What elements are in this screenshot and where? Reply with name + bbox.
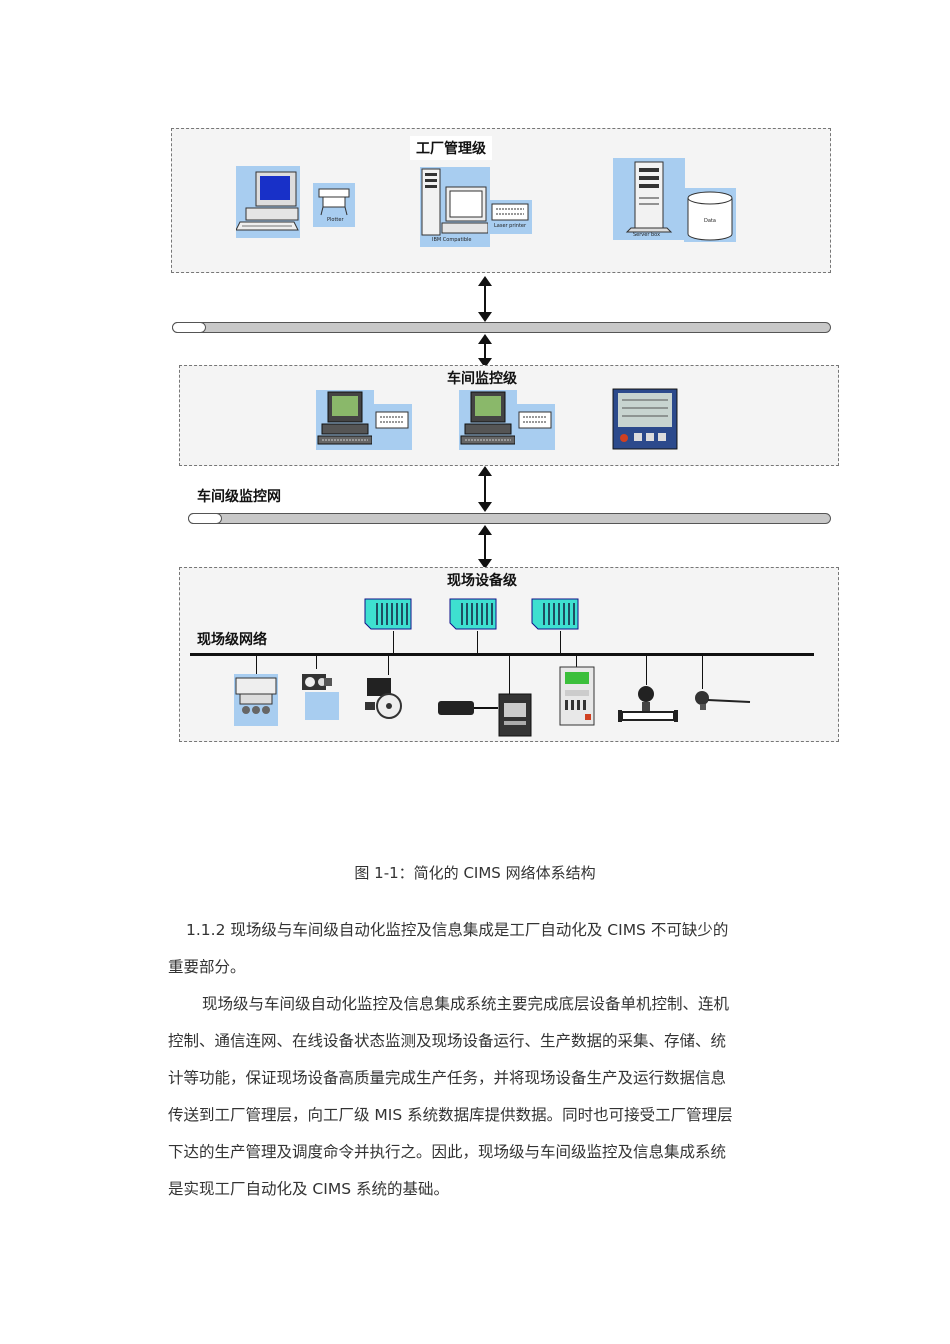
field-level-title: 现场设备级	[447, 573, 517, 589]
field-network-label: 现场级网络	[197, 632, 267, 648]
paragraph-line: 1.1.2 现场级与车间级自动化监控及信息集成是工厂自动化及 CIMS 不可缺少…	[186, 921, 729, 939]
workshop-monitoring-network	[188, 513, 831, 524]
workstation-2-printer-icon	[515, 404, 555, 450]
paragraph-line: 重要部分。	[168, 958, 246, 976]
arrow-workshop-to-network-icon	[478, 466, 492, 512]
plc-module-2-icon	[449, 598, 497, 630]
servo-drive-icon	[498, 693, 532, 737]
operator-panel-icon	[612, 388, 678, 450]
flow-meter-icon	[618, 686, 678, 722]
figure-caption: 图 1-1：简化的 CIMS 网络体系结构	[354, 864, 596, 882]
paragraph-line: 控制、通信连网、在线设备状态监测及现场设备运行、生产数据的采集、存储、统	[168, 1032, 727, 1050]
workstation-1-icon	[316, 390, 374, 450]
arrow-bus-to-workshop-icon	[478, 334, 492, 368]
io-terminal-icon	[559, 666, 595, 726]
arrow-factory-to-bus-icon	[478, 276, 492, 322]
workshop-level-title: 车间监控级	[447, 371, 517, 387]
motor-actuator-icon	[302, 674, 332, 690]
paragraph-line: 传送到工厂管理层，向工厂级 MIS 系统数据库提供数据。同时也可接受工厂管理层	[168, 1106, 733, 1124]
ibm-workstation-icon: IBM Compatible	[420, 167, 490, 247]
desktop-computer-icon	[235, 166, 300, 238]
control-valve-icon	[365, 678, 402, 719]
field-bus-line	[190, 653, 814, 656]
plc-module-1-icon	[364, 598, 412, 630]
plotter-icon: Plotter	[313, 183, 355, 227]
paragraph-line: 计等功能，保证现场设备高质量完成生产任务，并将现场设备生产及运行数据信息	[168, 1069, 727, 1087]
plc-module-3-icon	[531, 598, 579, 630]
laser-printer-label: Laser printer	[494, 223, 527, 229]
body-paragraph: 现场级与车间级自动化监控及信息集成系统主要完成底层设备单机控制、连机 控制、通信…	[168, 986, 783, 1208]
valve-positioner-icon	[234, 674, 278, 726]
actuator-block-icon	[305, 692, 339, 720]
data-label: Data	[704, 218, 716, 224]
server-icon: Server box	[613, 158, 685, 240]
temperature-sensor-icon	[695, 691, 751, 710]
plotter-label: Plotter	[327, 217, 344, 223]
paragraph-line: 下达的生产管理及调度命令并执行之。因此，现场级与车间级监控及信息集成系统	[168, 1143, 727, 1161]
paragraph-line: 是实现工厂自动化及 CIMS 系统的基础。	[168, 1180, 449, 1198]
factory-backbone-network	[172, 322, 831, 333]
section-heading-paragraph: 1.1.2 现场级与车间级自动化监控及信息集成是工厂自动化及 CIMS 不可缺少…	[168, 912, 783, 986]
workstation-1-printer-icon	[372, 404, 412, 450]
workshop-network-label: 车间级监控网	[197, 489, 281, 505]
ibm-compatible-label: IBM Compatible	[432, 237, 472, 243]
database-icon: Data	[684, 188, 736, 242]
workstation-2-icon	[459, 390, 517, 450]
server-box-label: Server box	[633, 232, 661, 238]
factory-level-title: 工厂管理级	[410, 136, 492, 160]
laser-printer-icon: Laser printer	[488, 200, 532, 234]
paragraph-line: 现场级与车间级自动化监控及信息集成系统主要完成底层设备单机控制、连机	[202, 995, 730, 1013]
arrow-network-to-field-icon	[478, 525, 492, 569]
servo-motor-icon	[438, 701, 498, 715]
